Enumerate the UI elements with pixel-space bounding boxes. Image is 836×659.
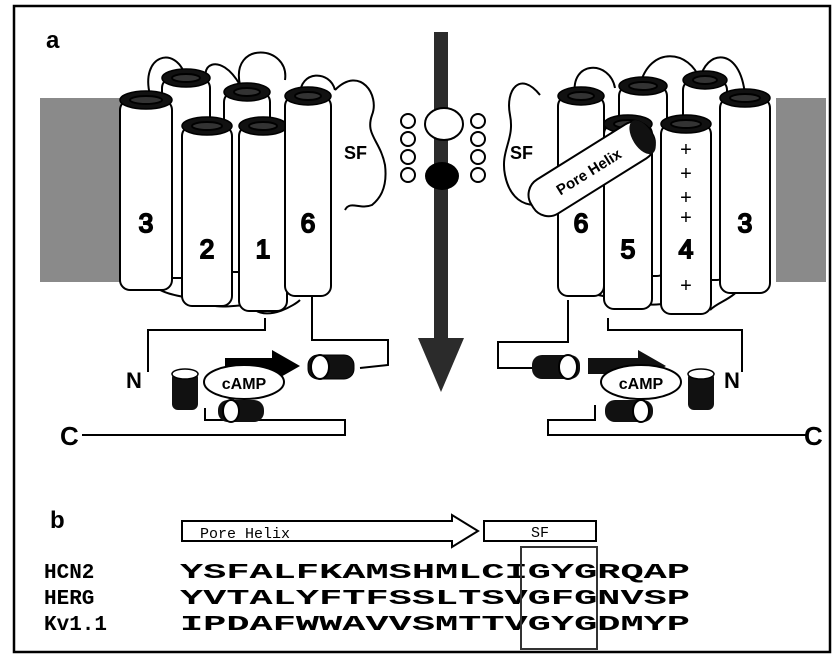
right-filter-rings bbox=[471, 114, 485, 182]
right-helix-3: 3 bbox=[720, 89, 770, 293]
left-helix-3-label: 3 bbox=[139, 208, 153, 238]
s4-charge: + bbox=[680, 163, 692, 185]
sequence-residues: IPDAFWWAVVSMTTVGYGDMYP bbox=[180, 614, 690, 637]
left-helix-1-label: 1 bbox=[256, 234, 270, 264]
right-helix-5-label: 5 bbox=[621, 234, 635, 264]
ion-open bbox=[425, 108, 463, 140]
left-sf-label: SF bbox=[344, 143, 367, 163]
left-helix-6: 6 bbox=[285, 87, 331, 296]
alignment-sf-label: SF bbox=[531, 525, 549, 542]
left-helix-6-label: 6 bbox=[301, 208, 315, 238]
sequence-name: HCN2 bbox=[44, 562, 94, 585]
sequence-alignment: HCN2 YSFALFKAMSHMLCIGYGRQAP HERG YVTALYFTFS… bbox=[44, 562, 690, 637]
right-sf-label: SF bbox=[510, 143, 533, 163]
right-helix-3-label: 3 bbox=[738, 208, 752, 238]
s4-charge: + bbox=[680, 187, 692, 209]
sequence-name: Kv1.1 bbox=[44, 614, 107, 637]
right-camp-label: cAMP bbox=[619, 376, 664, 393]
s4-charge: + bbox=[680, 207, 692, 229]
panel-b-label: b bbox=[50, 507, 65, 534]
left-helix-2-label: 2 bbox=[200, 234, 214, 264]
permeation-arrow bbox=[418, 32, 464, 392]
left-c-terminus: C bbox=[60, 421, 79, 451]
left-filter-rings bbox=[401, 114, 415, 182]
left-helix-3: 3 bbox=[120, 91, 172, 290]
ion-filled bbox=[425, 162, 459, 190]
sequence-residues: YSFALFKAMSHMLCIGYGRQAP bbox=[180, 562, 690, 585]
left-camp-label: cAMP bbox=[222, 376, 267, 393]
s4-charge: + bbox=[680, 139, 692, 161]
left-helix-1: 1 bbox=[239, 117, 287, 311]
left-n-terminus: N bbox=[126, 368, 142, 393]
right-helix-4-label: 4 bbox=[679, 234, 693, 264]
panel-a-label: a bbox=[46, 27, 60, 54]
s4-charge: + bbox=[680, 275, 692, 297]
membrane-right bbox=[776, 98, 826, 282]
membrane-left bbox=[40, 98, 124, 282]
left-helix-2: 2 bbox=[182, 117, 232, 306]
right-c-terminus: C bbox=[804, 421, 823, 451]
right-helix-6-label: 6 bbox=[574, 208, 588, 238]
sequence-name: HERG bbox=[44, 588, 94, 611]
alignment-pore-helix-label: Pore Helix bbox=[200, 526, 290, 543]
right-n-terminus: N bbox=[724, 368, 740, 393]
sequence-residues: YVTALYFTFSSLTSVGFGNVSP bbox=[180, 588, 690, 611]
left-helix-group: 3 2 1 6 bbox=[120, 69, 331, 311]
